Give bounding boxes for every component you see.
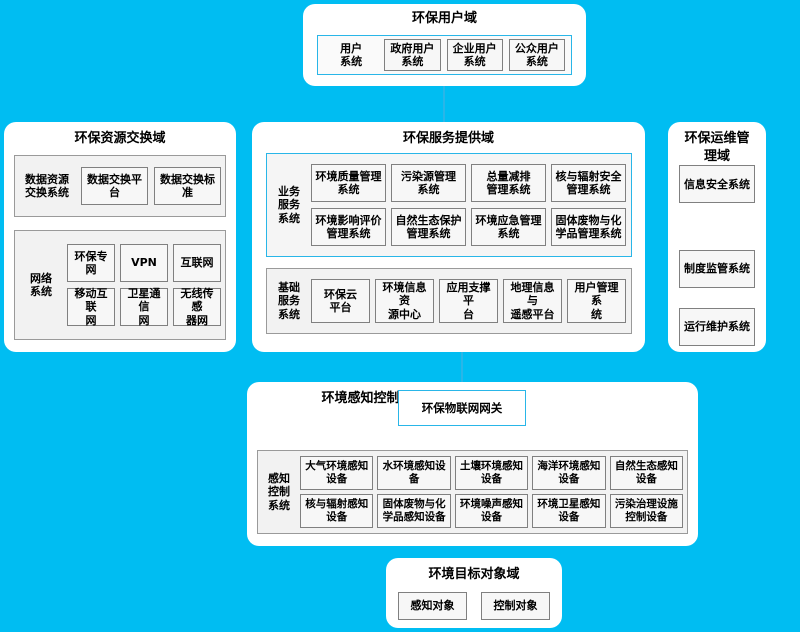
total-emission-reduction-management-system-box[interactable]: 总量减排管理系统 xyxy=(471,164,546,202)
natural-ecology-protection-management-system-box[interactable]: 自然生态保护管理系统 xyxy=(391,208,466,246)
application-support-platform-box[interactable]: 应用支撑平台 xyxy=(439,279,498,323)
pollution-control-facility-device-box[interactable]: 污染治理设施控制设备 xyxy=(609,494,684,528)
user-domain-panel: 环保用户域 用户系统 政府用户系统 企业用户系统 公众用户系统 xyxy=(303,4,586,86)
connector-service-to-sensing xyxy=(461,352,463,390)
network-row-2: 移动互联网 卫星通信网 无线传感器网 xyxy=(67,287,221,327)
network-row-1: 环保专网 VPN 互联网 xyxy=(67,244,221,282)
data-exchange-platform-box[interactable]: 数据交换平台 xyxy=(81,167,148,205)
data-resource-exchange-group: 数据资源交换系统 数据交换平台 数据交换标准 xyxy=(14,155,226,217)
vpn-box[interactable]: VPN xyxy=(120,244,168,282)
target-domain-title: 环境目标对象域 xyxy=(428,567,520,582)
gis-remote-sensing-platform-box[interactable]: 地理信息与遥感平台 xyxy=(503,279,562,323)
user-management-system-box[interactable]: 用户管理系统 xyxy=(567,279,626,323)
basic-service-system-group: 基础服务系统 环保云平台 环境信息资源中心 应用支撑平台 地理信息与遥感平台 用… xyxy=(266,268,632,334)
natural-ecology-sensing-device-box[interactable]: 自然生态感知设备 xyxy=(609,456,684,490)
network-system-boxes: 环保专网 VPN 互联网 移动互联网 卫星通信网 无线传感器网 xyxy=(67,244,221,327)
connector-user-to-service xyxy=(443,86,445,122)
nuclear-radiation-safety-management-system-box[interactable]: 核与辐射安全管理系统 xyxy=(551,164,626,202)
soil-env-sensing-device-box[interactable]: 土壤环境感知设备 xyxy=(454,456,529,490)
ops-domain-title: 环保运维管理域 xyxy=(684,131,750,164)
service-provider-domain-panel: 环保服务提供域 业务服务系统 环境质量管理系统 污染源管理系统 总量减排管理系统… xyxy=(252,122,645,352)
env-emergency-management-system-box[interactable]: 环境应急管理系统 xyxy=(471,208,546,246)
sensing-row-1: 大气环境感知设备 水环境感知设备 土壤环境感知设备 海洋环境感知设备 自然生态感… xyxy=(300,456,684,490)
internet-box[interactable]: 互联网 xyxy=(173,244,221,282)
sensing-domain-title: 环境感知控制域 xyxy=(321,391,413,406)
water-env-sensing-device-box[interactable]: 水环境感知设备 xyxy=(377,456,451,490)
network-system-group-label: 网络系统 xyxy=(30,271,52,298)
sensing-row-2: 核与辐射感知设备 固体废物与化学品感知设备 环境噪声感知设备 环境卫星感知设备 … xyxy=(300,494,684,528)
marine-env-sensing-device-box[interactable]: 海洋环境感知设备 xyxy=(532,456,606,490)
user-domain-inner-container: 用户系统 政府用户系统 企业用户系统 公众用户系统 xyxy=(317,35,572,75)
sensing-control-domain-panel: 环境感知控制域 感知控制系统 大气环境感知设备 水环境感知设备 土壤环境感知设备… xyxy=(247,382,698,546)
public-user-system-box[interactable]: 公众用户系统 xyxy=(508,39,565,71)
data-exchange-standard-box[interactable]: 数据交换标准 xyxy=(154,167,221,205)
satellite-comm-network-box[interactable]: 卫星通信网 xyxy=(120,287,168,327)
solid-waste-chemicals-management-system-box[interactable]: 固体废物与化学品管理系统 xyxy=(551,208,626,246)
information-security-system-box[interactable]: 信息安全系统 xyxy=(679,165,755,204)
resource-exchange-domain-panel: 环保资源交换域 数据资源交换系统 数据交换平台 数据交换标准 网络系统 环保专网… xyxy=(4,122,236,352)
business-row-1: 环境质量管理系统 污染源管理系统 总量减排管理系统 核与辐射安全管理系统 xyxy=(311,164,626,202)
user-system-label: 用户系统 xyxy=(340,41,363,68)
env-satellite-sensing-device-box[interactable]: 环境卫星感知设备 xyxy=(532,494,606,528)
target-object-boxes: 感知对象 控制对象 xyxy=(398,592,550,620)
data-resource-exchange-group-label: 数据资源交换系统 xyxy=(25,172,69,199)
env-private-network-box[interactable]: 环保专网 xyxy=(67,244,115,282)
business-row-2: 环境影响评价管理系统 自然生态保护管理系统 环境应急管理系统 固体废物与化学品管… xyxy=(311,208,626,246)
air-env-sensing-device-box[interactable]: 大气环境感知设备 xyxy=(300,456,374,490)
enterprise-user-system-box[interactable]: 企业用户系统 xyxy=(446,39,503,71)
sensing-control-system-group-label: 感知控制系统 xyxy=(268,472,290,512)
iot-gateway-box[interactable]: 环保物联网网关 xyxy=(398,390,526,426)
business-service-system-group-label: 业务服务系统 xyxy=(278,185,300,225)
env-quality-management-system-box[interactable]: 环境质量管理系统 xyxy=(311,164,386,202)
resource-domain-title: 环保资源交换域 xyxy=(74,131,166,146)
nuclear-radiation-sensing-device-box[interactable]: 核与辐射感知设备 xyxy=(300,494,374,528)
sensing-device-boxes: 大气环境感知设备 水环境感知设备 土壤环境感知设备 海洋环境感知设备 自然生态感… xyxy=(300,456,684,528)
env-cloud-platform-box[interactable]: 环保云平台 xyxy=(311,279,370,323)
env-impact-assessment-management-system-box[interactable]: 环境影响评价管理系统 xyxy=(311,208,386,246)
control-object-box[interactable]: 控制对象 xyxy=(481,592,550,620)
operation-maintenance-system-box[interactable]: 运行维护系统 xyxy=(679,308,755,346)
business-service-system-group: 业务服务系统 环境质量管理系统 污染源管理系统 总量减排管理系统 核与辐射安全管… xyxy=(266,153,632,257)
env-noise-sensing-device-box[interactable]: 环境噪声感知设备 xyxy=(454,494,529,528)
solid-waste-chemicals-sensing-device-box[interactable]: 固体废物与化学品感知设备 xyxy=(377,494,451,528)
env-info-resource-center-box[interactable]: 环境信息资源中心 xyxy=(375,279,434,323)
wireless-sensor-network-box[interactable]: 无线传感器网 xyxy=(173,287,221,327)
basic-service-system-group-label: 基础服务系统 xyxy=(278,281,300,321)
service-domain-title: 环保服务提供域 xyxy=(402,131,494,146)
basic-service-boxes: 环保云平台 环境信息资源中心 应用支撑平台 地理信息与遥感平台 用户管理系统 xyxy=(311,279,626,323)
pollution-source-management-system-box[interactable]: 污染源管理系统 xyxy=(391,164,466,202)
ops-management-domain-panel: 环保运维管理域 制度监管系统 运行维护系统 信息安全系统 xyxy=(668,122,766,352)
business-service-boxes: 环境质量管理系统 污染源管理系统 总量减排管理系统 核与辐射安全管理系统 环境影… xyxy=(311,164,626,246)
government-user-system-box[interactable]: 政府用户系统 xyxy=(384,39,441,71)
target-object-domain-panel: 环境目标对象域 感知对象 控制对象 xyxy=(386,558,562,628)
mobile-internet-box[interactable]: 移动互联网 xyxy=(67,287,115,327)
sensing-control-system-group: 感知控制系统 大气环境感知设备 水环境感知设备 土壤环境感知设备 海洋环境感知设… xyxy=(257,450,688,534)
system-supervision-system-box[interactable]: 制度监管系统 xyxy=(679,250,755,288)
user-domain-title: 环保用户域 xyxy=(411,11,477,26)
sensing-object-box[interactable]: 感知对象 xyxy=(398,592,467,620)
network-system-group: 网络系统 环保专网 VPN 互联网 移动互联网 卫星通信网 无线传感器网 xyxy=(14,230,226,340)
